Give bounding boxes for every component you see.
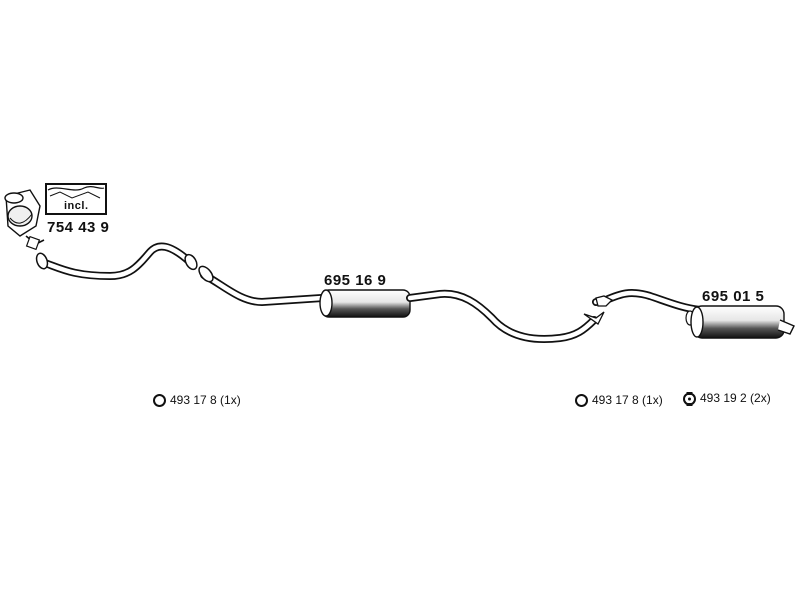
incl-label: incl. (64, 200, 89, 212)
catalytic-converter[interactable] (4, 189, 45, 251)
front-pipe[interactable] (35, 242, 200, 281)
accessory-label: 493 17 8 (1x) (170, 393, 241, 407)
ring-icon (575, 393, 588, 407)
accessory-ring-2: 493 17 8 (1x) (575, 393, 663, 407)
ring-icon (153, 393, 166, 407)
front-silencer-number: 695 16 9 (324, 272, 387, 289)
rubber-hanger-icon (683, 391, 696, 406)
accessory-hanger: 493 19 2 (2x) (683, 391, 771, 406)
accessory-label: 493 17 8 (1x) (592, 393, 663, 407)
catalytic-kit-number: 754 43 9 (47, 219, 110, 236)
rear-pipe[interactable] (592, 289, 704, 326)
accessory-label: 493 19 2 (2x) (700, 391, 771, 405)
front-silencer[interactable] (319, 289, 411, 318)
accessory-ring-1: 493 17 8 (1x) (153, 393, 241, 407)
rear-silencer[interactable] (690, 305, 795, 339)
gasket-kit-box[interactable] (45, 183, 107, 215)
intermediate-pipe[interactable] (406, 289, 605, 343)
middle-pipe[interactable] (196, 264, 326, 307)
rear-silencer-number: 695 01 5 (702, 288, 765, 305)
